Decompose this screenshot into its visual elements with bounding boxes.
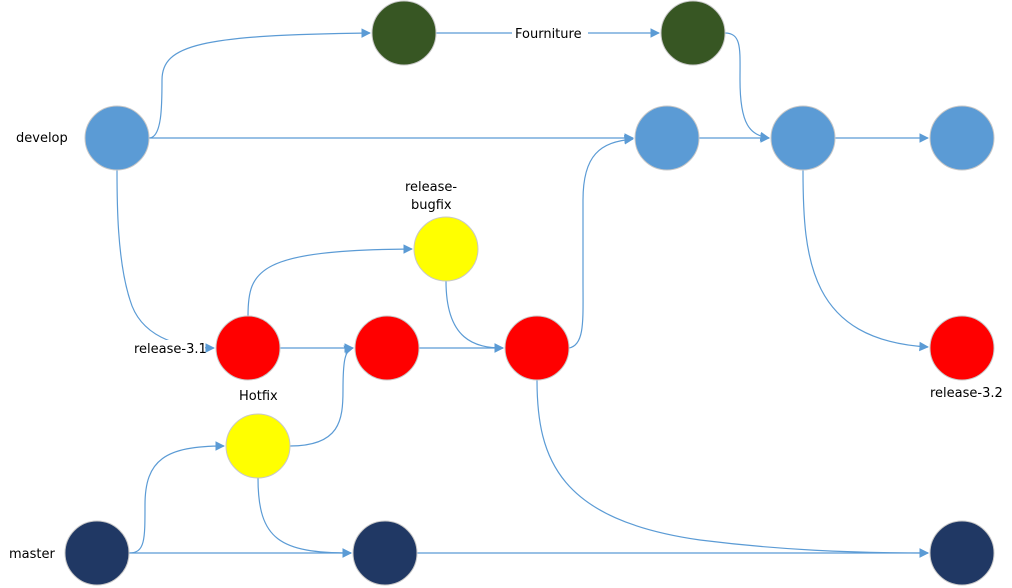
commit-node-develop-3 <box>770 105 836 171</box>
edges <box>116 28 929 558</box>
commit-node-master-2 <box>352 520 418 586</box>
edge-hotfix-to-master-2 <box>257 477 352 558</box>
commit-node-develop-2 <box>634 105 700 171</box>
edge-feature-2-to-develop-3 <box>724 32 770 142</box>
release-32-label: release-3.2 <box>930 386 1003 401</box>
release-31-label-bg <box>133 340 205 357</box>
edge-release-3-1-c-to-master-3 <box>536 379 929 558</box>
edge-release-3-1-c-to-develop-2 <box>568 135 634 349</box>
feature-edge-label-bg <box>512 24 588 42</box>
commit-node-master-3 <box>929 520 995 586</box>
edge-release-3-1-a-to-release-bugfix <box>247 244 413 317</box>
nodes <box>64 0 995 586</box>
release-bugfix-label-line1: release- <box>405 180 457 195</box>
edge-develop-1-to-release-3-1-a <box>116 169 215 353</box>
edge-develop-1-to-feature-1 <box>148 28 371 139</box>
hotfix-label: Hotfix <box>239 389 278 404</box>
commit-node-release-bugfix <box>413 216 479 282</box>
edge-release-bugfix-to-release-3-1-c <box>445 280 504 353</box>
commit-node-develop-4 <box>929 105 995 171</box>
commit-node-release-3-2 <box>929 315 995 381</box>
commit-node-release-3-1-a <box>215 315 281 381</box>
commit-node-master-1 <box>64 520 130 586</box>
edge-hotfix-to-release-3-1-b <box>289 345 354 447</box>
commit-node-feature-1 <box>371 0 437 66</box>
commit-node-release-3-1-c <box>504 315 570 381</box>
commit-node-develop-1 <box>84 105 150 171</box>
commit-node-hotfix <box>225 413 291 479</box>
commit-node-feature-2 <box>660 0 726 66</box>
develop-branch-label: develop <box>16 131 68 146</box>
feature-edge-label: Fourniture <box>515 27 582 42</box>
release-31-label: release-3.1 <box>134 342 207 357</box>
edge-develop-3-to-release-3-2 <box>802 169 929 352</box>
release-bugfix-label-line2: bugfix <box>411 198 452 213</box>
edge-master-1-to-hotfix <box>128 441 225 554</box>
master-branch-label: master <box>9 547 55 562</box>
commit-node-release-3-1-b <box>354 315 420 381</box>
